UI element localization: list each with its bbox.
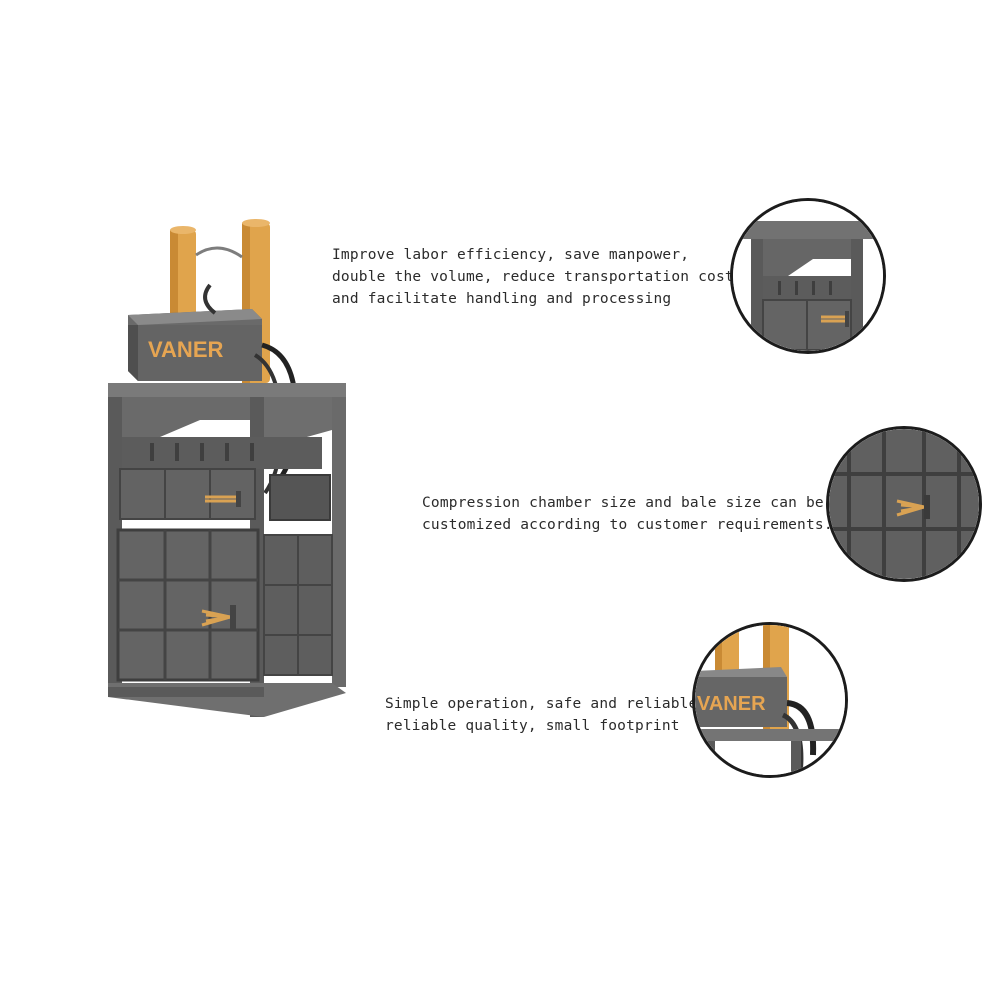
brand-logo: VANER: [697, 693, 766, 715]
control-box: [128, 325, 138, 381]
detail-circle-control-box: VANER: [692, 622, 848, 778]
baler-frame: [108, 383, 346, 397]
feature-text-customizable-size: Compression chamber size and bale size c…: [422, 492, 833, 536]
control-box-detail-icon: VANER: [695, 625, 845, 775]
feature-line: Simple operation, safe and reliable,: [385, 696, 707, 712]
feature-line: double the volume, reduce transportation…: [332, 269, 752, 285]
door-latch-detail-icon: [829, 429, 979, 579]
detail-circle-top-frame: [730, 198, 886, 354]
feature-line: and facilitate handling and processing: [332, 291, 672, 307]
feature-line: Improve labor efficiency, save manpower,: [332, 247, 690, 263]
feature-line: customized according to customer require…: [422, 517, 833, 533]
baler-machine-illustration: VANER: [108, 219, 346, 717]
brand-logo: VANER: [148, 337, 223, 362]
feature-line: reliable quality, small footprint: [385, 718, 680, 734]
feature-line: Compression chamber size and bale size c…: [422, 495, 824, 511]
feature-text-labor-efficiency: Improve labor efficiency, save manpower,…: [332, 244, 752, 310]
compression-chamber-door: [116, 528, 260, 682]
feature-text-simple-operation: Simple operation, safe and reliable, rel…: [385, 693, 706, 737]
upper-door-latch: [205, 495, 238, 503]
top-frame-detail-icon: [733, 201, 883, 351]
detail-circle-door-latch: [826, 426, 982, 582]
